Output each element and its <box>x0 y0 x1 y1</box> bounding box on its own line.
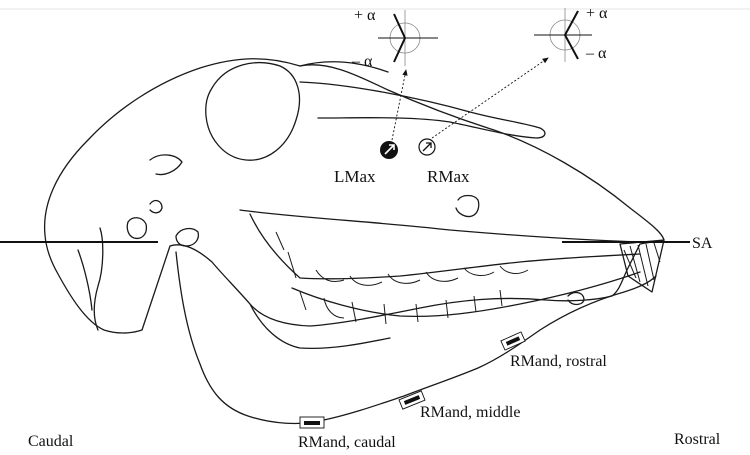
incisors <box>620 240 664 292</box>
rmand-middle-label: RMand, middle <box>420 404 520 421</box>
occipital-condyle <box>127 218 146 239</box>
rmand-caudal-label: RMand, caudal <box>298 434 396 451</box>
rmand-rostral-sensor <box>501 332 525 350</box>
rmax-sensor <box>419 139 435 155</box>
maxilla-edge <box>240 210 640 242</box>
lmax-label: LMax <box>334 167 376 186</box>
left-angle-glyph <box>378 10 438 66</box>
caudal-label: Caudal <box>28 433 74 450</box>
upper-tooth-row <box>250 214 640 285</box>
lower-tooth-row <box>292 272 640 324</box>
rmax-label: RMax <box>427 167 470 186</box>
tympanic <box>176 229 198 246</box>
mental-foramen <box>568 293 584 305</box>
sa-label: SA <box>692 235 713 252</box>
rear-process <box>94 228 103 330</box>
rmand-rostral-label: RMand, rostral <box>510 353 607 370</box>
infraorbital-foramen <box>456 196 479 217</box>
zygomatic-ridge <box>300 82 545 138</box>
left-plus-alpha: + α <box>354 7 376 24</box>
right-plus-alpha: + α <box>586 5 608 22</box>
lmax-arrow <box>392 70 406 140</box>
rostral-label: Rostral <box>674 431 721 448</box>
temporal-detail <box>150 155 182 175</box>
rear-process-2 <box>78 250 92 310</box>
right-angle-glyph <box>534 8 592 62</box>
right-minus-alpha: – α <box>585 45 607 62</box>
orbit <box>206 63 300 161</box>
mandible-ramus <box>250 304 390 348</box>
rmand-caudal-sensor <box>300 417 324 428</box>
left-minus-alpha: – α <box>351 53 373 70</box>
lmax-sensor <box>380 141 398 159</box>
occipital-notch <box>150 201 162 213</box>
